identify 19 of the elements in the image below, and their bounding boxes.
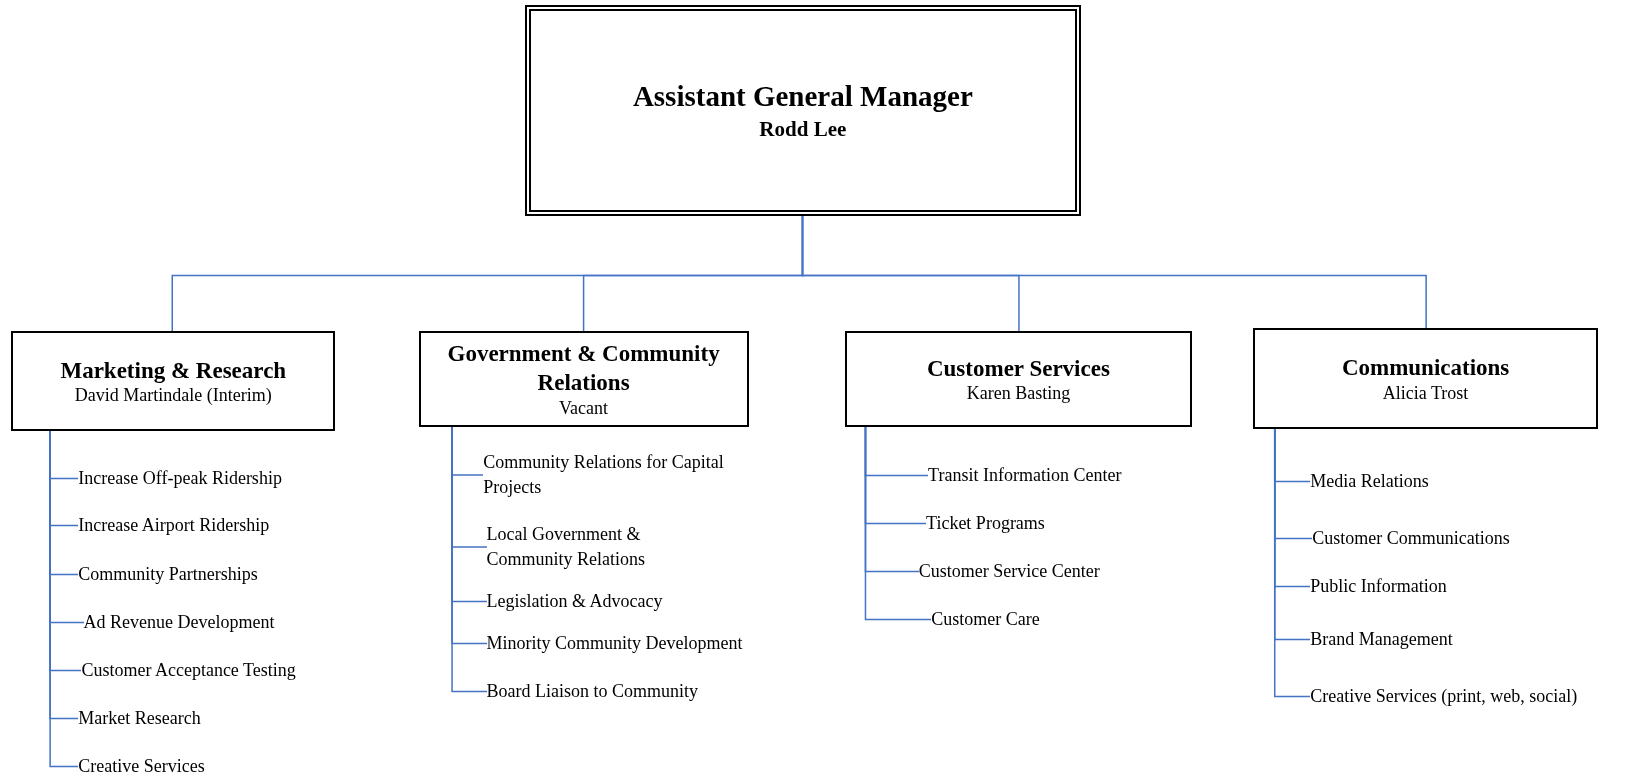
person-name: Vacant [559,398,609,420]
connector-line [1274,428,1311,698]
manager-box [525,5,1081,217]
person-name: Alicia Trost [1382,382,1469,404]
department-box [418,330,749,427]
role-title: Communications [1341,354,1510,382]
role-title: Government & Community Relations [446,339,721,398]
person-name: Karen Basting [966,383,1071,405]
role-title: Assistant General Manager [632,79,973,113]
department-box [11,330,336,432]
department-box [1252,327,1599,430]
role-title: Customer Services [926,354,1110,383]
connector-line [864,426,932,621]
connector-line [801,215,1427,329]
person-name: David Martindale (Interim) [74,385,272,407]
department-box [844,330,1193,427]
role-title: Marketing & Research [60,356,287,385]
person-name: Rodd Lee [759,116,847,142]
connector-line [451,426,488,693]
